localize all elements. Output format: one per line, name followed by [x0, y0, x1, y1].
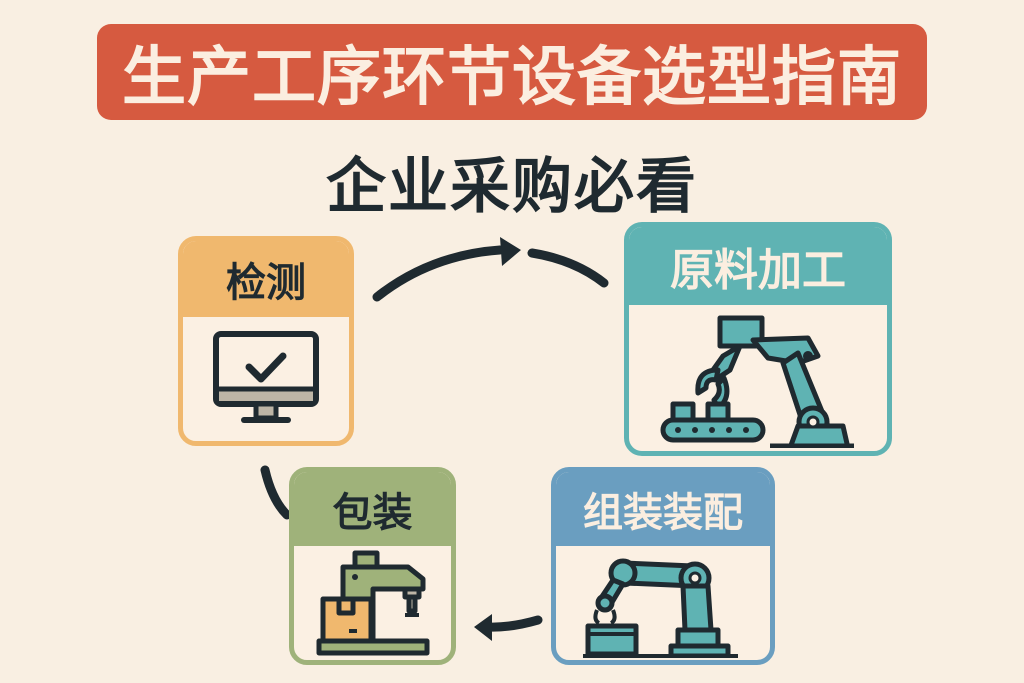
stage-header: 检测: [183, 241, 349, 317]
packaging-machine-icon: [316, 550, 429, 656]
stage-label: 原料加工: [670, 245, 846, 296]
stage-label: 检测: [226, 260, 306, 306]
stage-card-packaging: 包装: [289, 467, 456, 665]
page-subtitle: 企业采购必看: [326, 152, 698, 222]
page-title: 生产工序环节设备选型指南: [122, 41, 902, 115]
arrow-packaging-to-inspection: [260, 465, 292, 520]
monitor-checkmark-icon: [213, 331, 319, 423]
stage-label: 组装装配: [583, 490, 743, 536]
stage-header: 组装装配: [556, 472, 770, 546]
robot-arm-assembly-icon: [583, 558, 738, 658]
arrow-raw-connector: [527, 248, 609, 288]
stage-card-assembly: 组装装配: [551, 467, 775, 665]
stage-label: 包装: [332, 490, 413, 536]
arrow-inspection-to-raw: [372, 245, 505, 302]
robot-arm-conveyor-icon: [660, 315, 854, 448]
arrow-assembly-to-packaging: [483, 615, 543, 632]
stage-card-inspection: 检测: [178, 236, 354, 446]
stage-header: 原料加工: [629, 227, 887, 305]
stage-header: 包装: [294, 472, 451, 546]
stage-card-raw-processing: 原料加工: [624, 222, 892, 456]
arrowhead-right-icon: [500, 237, 521, 266]
arrowhead-left-icon: [474, 614, 492, 641]
title-banner: 生产工序环节设备选型指南: [97, 24, 927, 120]
